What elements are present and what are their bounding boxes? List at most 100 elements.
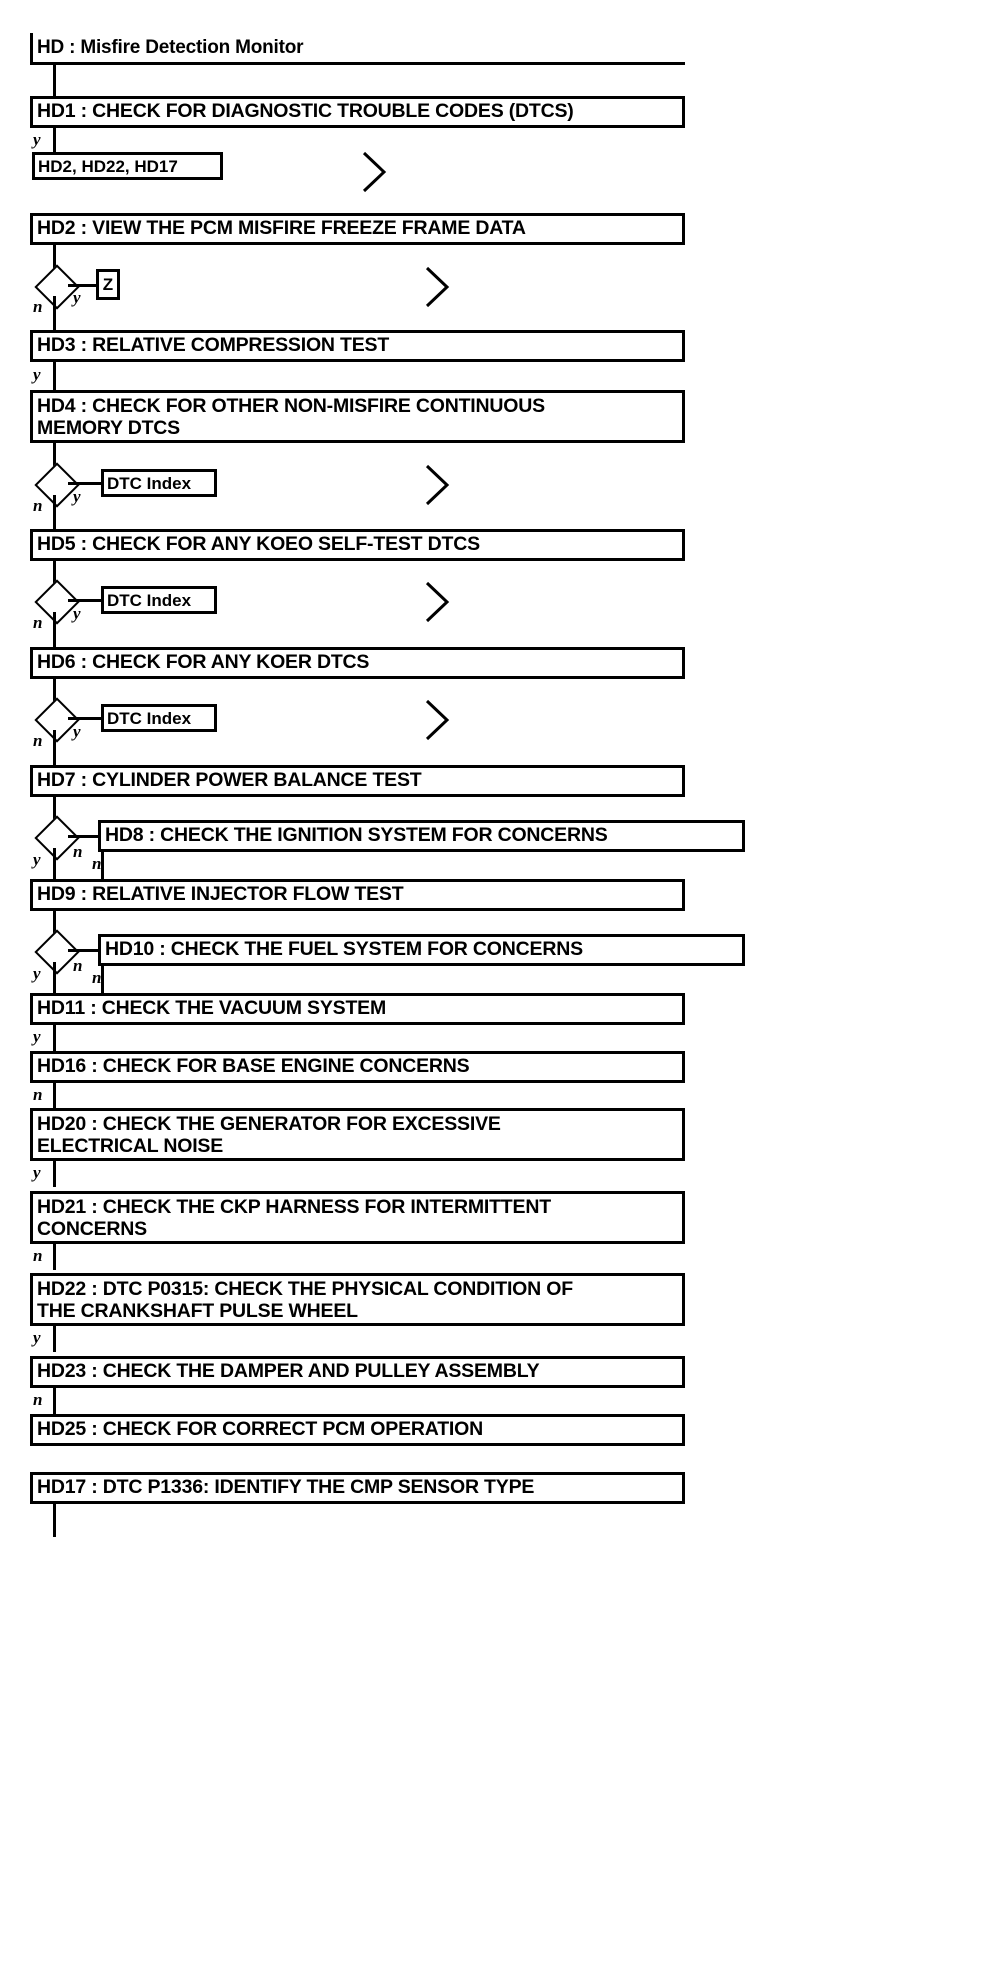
edge-label-hd2-n: n — [33, 297, 43, 316]
node-HD23[interactable]: HD23 : CHECK THE DAMPER AND PULLEY ASSEM… — [30, 1356, 685, 1388]
edge-HD6-y-to-dtc3 — [68, 717, 104, 720]
node-HD16-label: HD16 : CHECK FOR BASE ENGINE CONCERNS — [37, 1055, 470, 1078]
node-HD20[interactable]: HD20 : CHECK THE GENERATOR FOR EXCESSIVE… — [30, 1108, 685, 1161]
node-HD17[interactable]: HD17 : DTC P1336: IDENTIFY THE CMP SENSO… — [30, 1472, 685, 1504]
edge-label-hd5-n: n — [33, 613, 43, 632]
node-HD10-label: HD10 : CHECK THE FUEL SYSTEM FOR CONCERN… — [105, 938, 583, 961]
node-HD25-label: HD25 : CHECK FOR CORRECT PCM OPERATION — [37, 1418, 483, 1441]
node-HD3-label: HD3 : RELATIVE COMPRESSION TEST — [37, 334, 390, 357]
edge-label-hd4-n: n — [33, 496, 43, 515]
node-HD21[interactable]: HD21 : CHECK THE CKP HARNESS FOR INTERMI… — [30, 1191, 685, 1244]
edge-label-hd21-n: n — [33, 1246, 43, 1265]
chevron-right-icon-4 — [423, 580, 453, 624]
node-dtc-index-2[interactable]: DTC Index — [101, 586, 217, 614]
edge-HD2-to-decision — [53, 245, 56, 273]
node-HD9-label: HD9 : RELATIVE INJECTOR FLOW TEST — [37, 883, 404, 906]
edge-HD22-to-HD23 — [53, 1326, 56, 1352]
edge-HD7-n-to-HD8 — [68, 835, 100, 838]
node-ref-Z-label: Z — [102, 275, 114, 294]
edge-decision-HD4-to-HD5 — [53, 495, 56, 529]
edge-decision-HD5-to-HD6 — [53, 612, 56, 647]
node-dtc-index-2-label: DTC Index — [107, 590, 192, 610]
edge-label-hd1-y: y — [33, 130, 41, 149]
node-HD22[interactable]: HD22 : DTC P0315: CHECK THE PHYSICAL CON… — [30, 1273, 685, 1326]
node-HD20-label-line1: HD20 : CHECK THE GENERATOR FOR EXCESSIVE — [37, 1112, 501, 1135]
edge-HD4-y-to-dtc1 — [68, 482, 104, 485]
edge-label-hd7-y: y — [33, 850, 41, 869]
node-HD5[interactable]: HD5 : CHECK FOR ANY KOEO SELF-TEST DTCS — [30, 529, 685, 561]
edge-HD23-to-HD25 — [53, 1388, 56, 1414]
edge-HD20-to-HD21 — [53, 1161, 56, 1187]
node-HD11[interactable]: HD11 : CHECK THE VACUUM SYSTEM — [30, 993, 685, 1025]
edge-label-hd7-n: n — [73, 842, 83, 861]
edge-HD3-to-HD4 — [53, 362, 56, 390]
chevron-right-icon-3 — [423, 463, 453, 507]
node-HD21-label-line2: CONCERNS — [37, 1217, 147, 1240]
edge-label-hd6-n: n — [33, 731, 43, 750]
edge-HD1-to-ref1 — [53, 128, 56, 154]
edge-decision-HD9-y-to-HD11 — [53, 962, 56, 994]
edge-HD5-to-decision — [53, 561, 56, 587]
node-HD23-label: HD23 : CHECK THE DAMPER AND PULLEY ASSEM… — [37, 1360, 540, 1383]
node-dtc-index-3-label: DTC Index — [107, 708, 192, 728]
edge-label-hd4-y: y — [73, 487, 81, 506]
node-HD17-label: HD17 : DTC P1336: IDENTIFY THE CMP SENSO… — [37, 1476, 535, 1499]
node-HD4-label-line2: MEMORY DTCS — [37, 416, 180, 439]
edge-decision-HD7-y-to-HD9 — [53, 848, 56, 880]
node-HD2[interactable]: HD2 : VIEW THE PCM MISFIRE FREEZE FRAME … — [30, 213, 685, 245]
edge-HD16-to-HD20 — [53, 1083, 56, 1109]
node-HD7[interactable]: HD7 : CYLINDER POWER BALANCE TEST — [30, 765, 685, 797]
node-HD1[interactable]: HD1 : CHECK FOR DIAGNOSTIC TROUBLE CODES… — [30, 96, 685, 128]
edge-HD9-n-to-HD10 — [68, 949, 100, 952]
node-HD[interactable]: HD : Misfire Detection Monitor — [30, 33, 685, 65]
node-HD8[interactable]: HD8 : CHECK THE IGNITION SYSTEM FOR CONC… — [98, 820, 745, 852]
edge-HD7-to-decision — [53, 797, 56, 823]
edge-label-hd11-y: y — [33, 1027, 41, 1046]
edge-HD8-n-to-HD9 — [101, 852, 104, 880]
chevron-right-icon-1 — [360, 150, 390, 194]
node-HD10[interactable]: HD10 : CHECK THE FUEL SYSTEM FOR CONCERN… — [98, 934, 745, 966]
node-HD5-label: HD5 : CHECK FOR ANY KOEO SELF-TEST DTCS — [37, 533, 480, 556]
edge-HD4-to-decision — [53, 443, 56, 470]
edge-label-hd2-y: y — [73, 288, 81, 307]
node-HD8-label: HD8 : CHECK THE IGNITION SYSTEM FOR CONC… — [105, 824, 608, 847]
node-dtc-index-1[interactable]: DTC Index — [101, 469, 217, 497]
edge-decision-HD2-to-HD3 — [53, 296, 56, 331]
node-dtc-index-3[interactable]: DTC Index — [101, 704, 217, 732]
node-HD6[interactable]: HD6 : CHECK FOR ANY KOER DTCS — [30, 647, 685, 679]
chevron-right-icon-2 — [423, 265, 453, 309]
edge-label-hd6-y: y — [73, 722, 81, 741]
edge-label-hd8-n: n — [92, 854, 102, 873]
node-HD20-label-line2: ELECTRICAL NOISE — [37, 1134, 224, 1157]
node-HD9[interactable]: HD9 : RELATIVE INJECTOR FLOW TEST — [30, 879, 685, 911]
edge-label-hd20-y: y — [33, 1163, 41, 1182]
edge-label-hd23-n: n — [33, 1390, 43, 1409]
node-HD4[interactable]: HD4 : CHECK FOR OTHER NON-MISFIRE CONTIN… — [30, 390, 685, 443]
node-ref-hd2-hd22-hd17-label: HD2, HD22, HD17 — [38, 156, 178, 176]
edge-HD21-to-HD22 — [53, 1244, 56, 1270]
edge-label-hd16-n: n — [33, 1085, 43, 1104]
edge-label-hd3-y: y — [33, 365, 41, 384]
node-HD25[interactable]: HD25 : CHECK FOR CORRECT PCM OPERATION — [30, 1414, 685, 1446]
edge-HD-to-HD1 — [53, 65, 56, 98]
edge-label-hd10-n: n — [92, 968, 102, 987]
node-ref-hd2-hd22-hd17[interactable]: HD2, HD22, HD17 — [32, 152, 223, 180]
node-ref-Z[interactable]: Z — [96, 269, 120, 300]
node-HD6-label: HD6 : CHECK FOR ANY KOER DTCS — [37, 651, 370, 674]
node-HD3[interactable]: HD3 : RELATIVE COMPRESSION TEST — [30, 330, 685, 362]
edge-HD11-to-HD16 — [53, 1025, 56, 1051]
node-HD2-label: HD2 : VIEW THE PCM MISFIRE FREEZE FRAME … — [37, 217, 526, 240]
node-HD16[interactable]: HD16 : CHECK FOR BASE ENGINE CONCERNS — [30, 1051, 685, 1083]
edge-HD2-y-to-refZ — [68, 284, 99, 287]
node-HD4-label-line1: HD4 : CHECK FOR OTHER NON-MISFIRE CONTIN… — [37, 394, 545, 417]
edge-label-hd5-y: y — [73, 604, 81, 623]
edge-label-hd22-y: y — [33, 1328, 41, 1347]
edge-HD17-outgoing — [53, 1504, 56, 1537]
edge-label-hd9-n: n — [73, 956, 83, 975]
node-HD22-label-line1: HD22 : DTC P0315: CHECK THE PHYSICAL CON… — [37, 1277, 573, 1300]
node-HD11-label: HD11 : CHECK THE VACUUM SYSTEM — [37, 997, 387, 1020]
edge-decision-HD6-to-HD7 — [53, 730, 56, 765]
edge-label-hd9-y: y — [33, 964, 41, 983]
edge-HD6-to-decision — [53, 679, 56, 705]
edge-HD10-n-to-HD11 — [101, 966, 104, 994]
